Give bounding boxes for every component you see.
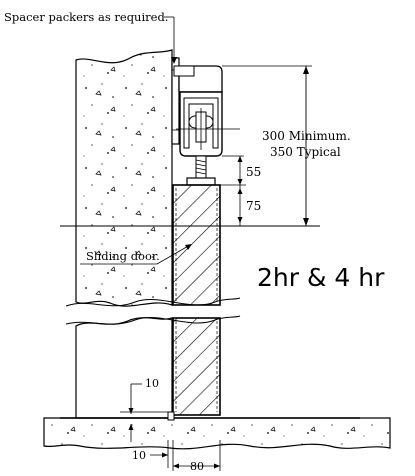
label-dim-75: 75 [246,199,261,213]
hanger-bolt [186,155,216,186]
label-spacer-packers: Spacer packers as required. [4,10,168,24]
floor-slab [43,417,391,450]
label-height-minimum: 300 Minimum. [262,129,351,143]
dimension-10-lateral [150,440,169,468]
leader-spacer [164,16,177,64]
break-line-upper [65,297,241,307]
dimension-75 [237,185,243,226]
label-height-typical: 350 Typical [270,145,341,159]
label-dim-55: 55 [246,165,261,179]
concrete-wall-lower [75,317,173,419]
label-dim-10-lateral: 10 [132,449,146,462]
label-sliding-door: Sliding door. [86,249,160,263]
concrete-wall-upper [75,49,173,307]
label-dim-80: 80 [190,460,204,471]
dimension-80 [172,440,221,471]
sliding-door-leaf [172,184,221,416]
dimension-overall-height [222,65,312,227]
floor-guide [167,411,175,421]
dimension-55 [218,155,246,186]
fire-rating-label: 2hr & 4 hr [257,263,385,292]
track-housing [176,91,240,157]
label-dim-10-gap: 10 [145,377,159,390]
track-bracket [173,65,223,93]
dimension-10-gap [120,383,170,442]
leader-door [80,244,192,265]
break-line-lower [65,315,241,325]
